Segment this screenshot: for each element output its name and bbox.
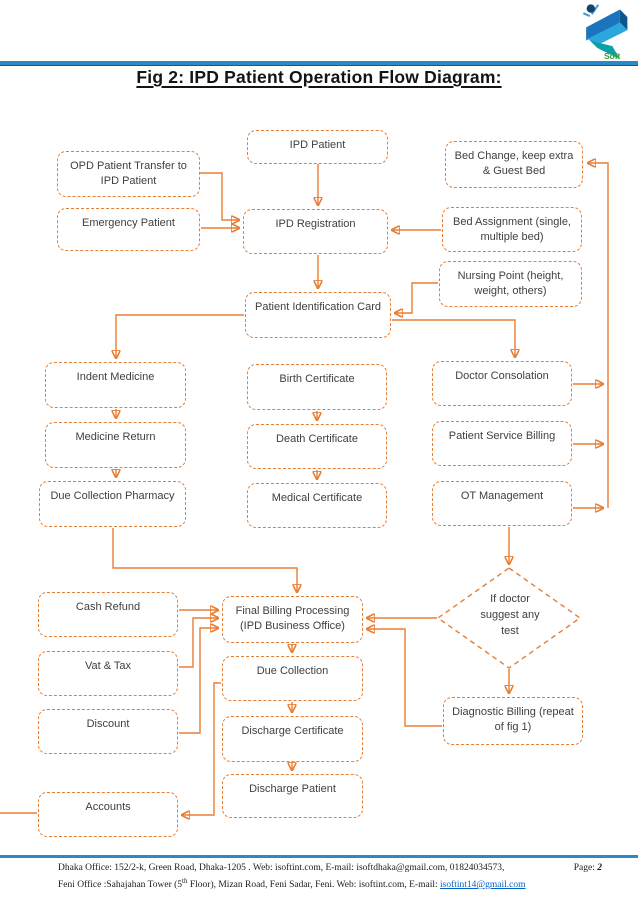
footer-address-dhaka: Dhaka Office: 152/2-k, Green Road, Dhaka…: [58, 863, 505, 873]
logo-ribbon-top: [586, 9, 620, 41]
flow-node-label: Due Collection Pharmacy: [50, 490, 175, 502]
flow-node-final-billing: Final Billing Processing (IPD Business O…: [222, 596, 363, 643]
flow-node-bed-change: Bed Change, keep extra & Guest Bed: [445, 141, 583, 188]
flow-node-label: Discharge Patient: [249, 783, 336, 795]
flow-node-due-collection: Due Collection: [222, 656, 363, 701]
isoft-logo: Soft: [582, 4, 628, 61]
flow-node-ipd-registration: IPD Registration: [243, 209, 388, 254]
edge-patient-identification-card-to-indent-medicine: [116, 314, 244, 358]
flow-node-label: IPD Registration: [275, 218, 356, 230]
flow-node-label: Discharge Certificate: [241, 725, 344, 737]
flow-node-label: IPD Patient: [289, 139, 346, 151]
flow-node-birth-certificate: Birth Certificate: [247, 364, 387, 410]
logo-ribbon-bottom: [589, 40, 620, 60]
flow-node-medicine-return: Medicine Return: [45, 422, 186, 468]
edge-discount-to-final-billing: [179, 628, 218, 734]
flow-node-label: Medicine Return: [75, 431, 156, 443]
flow-node-patient-service-billing: Patient Service Billing: [432, 421, 572, 466]
logo-ribbon-middle: [588, 22, 628, 47]
flow-node-due-collection-pharmacy: Due Collection Pharmacy: [39, 481, 186, 527]
edge-vat-tax-to-final-billing: [179, 618, 218, 668]
flow-node-death-certificate: Death Certificate: [247, 424, 387, 469]
flow-node-accounts: Accounts: [38, 792, 178, 837]
flow-node-label: Vat & Tax: [84, 660, 132, 672]
flow-node-patient-identification-card: Patient Identification Card: [245, 292, 391, 338]
edge-patient-identification-card-to-doctor-consolation: [392, 319, 515, 357]
flow-node-doctor-consolation: Doctor Consolation: [432, 361, 572, 406]
flow-node-label: Patient Service Billing: [448, 430, 556, 442]
flow-node-ipd-patient: IPD Patient: [247, 130, 388, 164]
flow-node-discount: Discount: [38, 709, 178, 754]
flow-node-cash-refund: Cash Refund: [38, 592, 178, 637]
footer-page-indicator: Page: 2: [573, 863, 602, 873]
flow-node-label: Bed Change, keep extra & Guest Bed: [454, 150, 574, 177]
flow-node-bed-assignment: Bed Assignment (single, multiple bed): [442, 207, 582, 252]
flow-node-label: Due Collection: [256, 665, 329, 677]
flow-node-discharge-patient: Discharge Patient: [222, 774, 363, 818]
page-title: Fig 2: IPD Patient Operation Flow Diagra…: [136, 67, 502, 87]
flow-node-label: Death Certificate: [276, 433, 358, 445]
logo-ribbon-fold: [619, 9, 628, 31]
footer-address-feni: Feni Office :Sahajahan Tower (5: [58, 880, 183, 891]
edge-diagnostic-billing-to-final-billing: [367, 629, 442, 727]
logo-person-head: [586, 4, 596, 13]
flow-node-indent-medicine: Indent Medicine: [45, 362, 186, 408]
flow-node-label: OT Management: [460, 490, 544, 502]
flow-node-label: Diagnostic Billing (repeat of fig 1): [452, 706, 574, 733]
flow-node-label: Birth Certificate: [279, 373, 355, 385]
flow-node-label: Nursing Point (height, weight, others): [457, 270, 564, 297]
flow-node-medical-certificate: Medical Certificate: [247, 483, 387, 528]
flow-node-label: Cash Refund: [75, 601, 141, 613]
footer-line1: Dhaka Office: 152/2-k, Green Road, Dhaka…: [58, 862, 602, 875]
edge-right-rail-to-bed-change: [588, 163, 609, 508]
footer-line2: Feni Office :Sahajahan Tower (5th Floor)…: [58, 877, 526, 891]
flow-node-label: OPD Patient Transfer to IPD Patient: [70, 160, 187, 187]
footer-divider: [0, 855, 638, 858]
flow-node-nursing-point: Nursing Point (height, weight, others): [439, 261, 582, 307]
flow-node-label: Medical Certificate: [271, 492, 363, 504]
page-footer: Dhaka Office: 152/2-k, Green Road, Dhaka…: [58, 862, 602, 892]
flow-node-label: Indent Medicine: [76, 371, 155, 383]
flow-node-diagnostic-billing: Diagnostic Billing (repeat of fig 1): [443, 697, 583, 745]
flow-node-opd-patient-transfer: OPD Patient Transfer to IPD Patient: [57, 151, 200, 197]
logo-text: Soft: [604, 51, 621, 61]
flow-node-label: Bed Assignment (single, multiple bed): [452, 216, 571, 243]
flow-node-emergency-patient: Emergency Patient: [57, 208, 200, 251]
logo-person-arms: [582, 4, 600, 18]
flow-node-label: Accounts: [85, 801, 131, 813]
flow-node-label: Patient Identification Card: [255, 301, 381, 313]
footer-email-link[interactable]: isoftint14@gmail.com: [440, 880, 526, 891]
edge-opd-patient-transfer-to-ipd-registration: [200, 172, 239, 220]
edge-nursing-point-to-patient-identification-card: [395, 282, 438, 313]
decision-if-doctor-suggest-test-label: If doctor suggest any test: [480, 593, 540, 637]
flow-node-discharge-certificate: Discharge Certificate: [222, 716, 363, 762]
edge-due-collection-pharmacy-to-final-billing: [112, 528, 297, 592]
flow-node-label: Discount: [86, 718, 130, 730]
flow-node-label: Final Billing Processing (IPD Business O…: [235, 605, 350, 632]
flow-node-ot-management: OT Management: [432, 481, 572, 526]
flow-node-label: Doctor Consolation: [455, 370, 549, 382]
page-number: 2: [597, 863, 602, 873]
flow-node-vat-tax: Vat & Tax: [38, 651, 178, 696]
header-divider: [0, 61, 638, 66]
edge-due-collection-to-accounts: [182, 682, 221, 815]
flow-node-label: Emergency Patient: [82, 217, 175, 229]
